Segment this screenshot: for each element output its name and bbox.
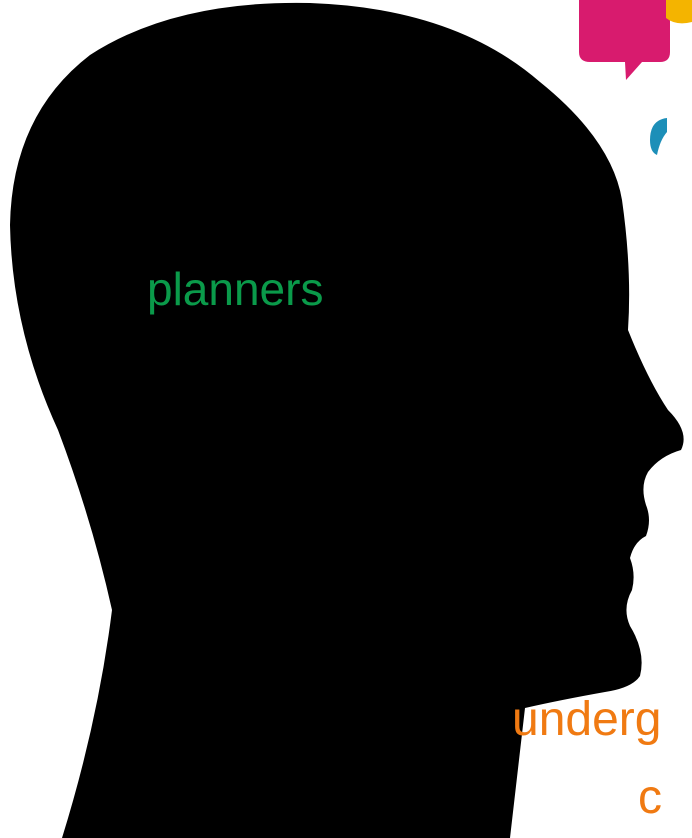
undergraduate-label-fragment: underg — [512, 696, 661, 744]
speech-bubble-yellow-icon — [666, 0, 692, 23]
speech-bubble-teal-icon — [650, 118, 667, 155]
planners-label: planners — [147, 266, 323, 312]
second-line-label-fragment: c — [638, 774, 662, 822]
speech-bubble-pink-icon — [579, 0, 670, 80]
